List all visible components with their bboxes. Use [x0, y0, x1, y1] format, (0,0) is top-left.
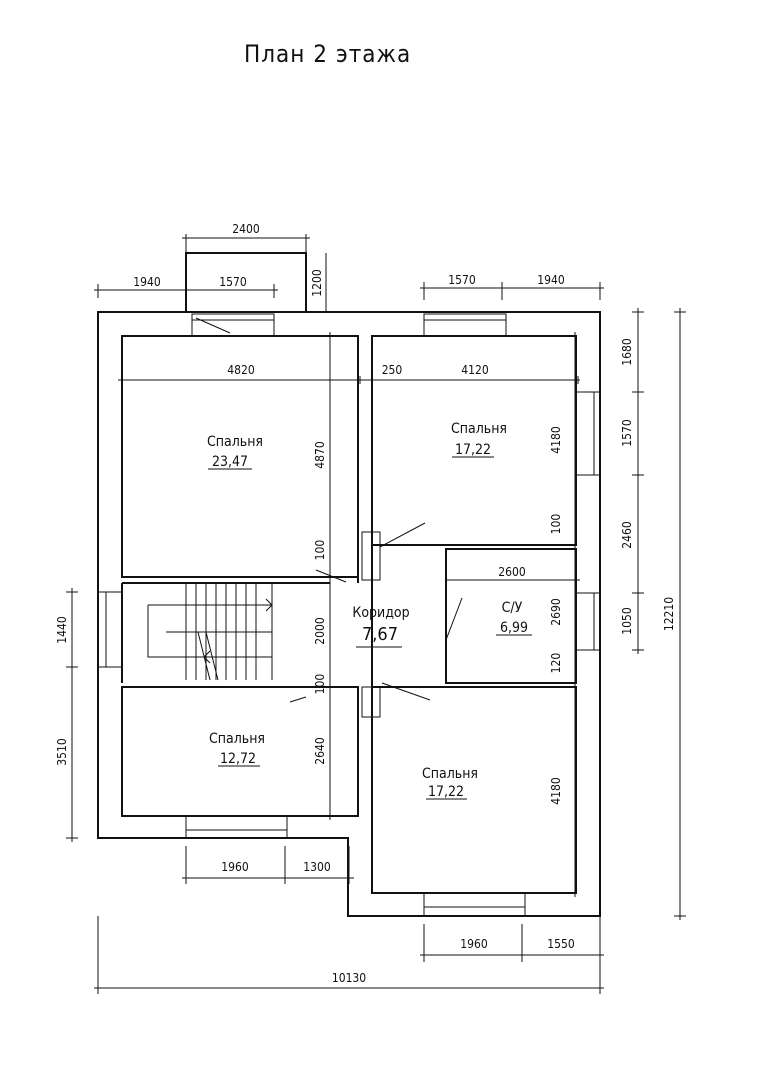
svg-text:2400: 2400: [232, 222, 260, 236]
svg-text:17,22: 17,22: [455, 442, 491, 458]
svg-text:12,72: 12,72: [220, 751, 256, 767]
vent-shaft: [361, 686, 381, 718]
svg-text:С/У: С/У: [502, 600, 523, 616]
svg-text:Спальня: Спальня: [209, 731, 265, 747]
staircase: [147, 583, 273, 681]
svg-text:2640: 2640: [313, 737, 327, 765]
svg-text:17,22: 17,22: [428, 784, 464, 800]
svg-text:100: 100: [313, 674, 327, 695]
svg-text:1200: 1200: [310, 269, 324, 297]
svg-text:1940: 1940: [133, 275, 161, 289]
partition-walls: [357, 545, 373, 816]
svg-text:4180: 4180: [549, 426, 563, 454]
svg-text:1680: 1680: [620, 338, 634, 366]
svg-text:1300: 1300: [303, 860, 331, 874]
svg-text:1570: 1570: [620, 419, 634, 447]
svg-text:1570: 1570: [448, 273, 476, 287]
svg-text:3510: 3510: [55, 738, 69, 766]
svg-text:4870: 4870: [313, 441, 327, 469]
svg-text:6,99: 6,99: [500, 620, 528, 636]
svg-text:2460: 2460: [620, 521, 634, 549]
svg-text:7,67: 7,67: [362, 624, 398, 645]
svg-text:Спальня: Спальня: [422, 766, 478, 782]
room-labels: Спальня 23,47 Спальня 17,22 Коридор 7,67…: [207, 421, 532, 800]
svg-text:4120: 4120: [461, 363, 489, 377]
windows: [97, 313, 601, 917]
svg-text:100: 100: [549, 514, 563, 535]
svg-text:1050: 1050: [620, 607, 634, 635]
svg-text:10130: 10130: [332, 971, 366, 985]
svg-text:23,47: 23,47: [212, 454, 248, 470]
svg-text:1960: 1960: [460, 937, 488, 951]
svg-text:1960: 1960: [221, 860, 249, 874]
dimension-labels: 2400 1200 1940 1570 1570 1940 4820 250 4…: [55, 222, 676, 985]
svg-text:4180: 4180: [549, 777, 563, 805]
plan-title: План 2 этажа: [244, 40, 411, 68]
svg-text:1570: 1570: [219, 275, 247, 289]
bay-projection: [185, 252, 307, 313]
svg-text:Спальня: Спальня: [207, 434, 263, 450]
svg-text:2000: 2000: [313, 617, 327, 645]
svg-text:12210: 12210: [662, 597, 676, 631]
bedroom-4: [371, 686, 577, 894]
svg-text:2600: 2600: [498, 565, 526, 579]
outer-wall: [97, 311, 601, 917]
vent-shaft: [361, 531, 381, 581]
svg-text:2690: 2690: [549, 598, 563, 626]
svg-text:120: 120: [549, 653, 563, 674]
door-swings: [195, 317, 463, 703]
svg-text:100: 100: [313, 540, 327, 561]
svg-text:Спальня: Спальня: [451, 421, 507, 437]
svg-text:4820: 4820: [227, 363, 255, 377]
dimension-lines: [66, 234, 686, 994]
svg-text:1440: 1440: [55, 616, 69, 644]
svg-text:1940: 1940: [537, 273, 565, 287]
svg-text:1550: 1550: [547, 937, 575, 951]
svg-text:Коридор: Коридор: [352, 605, 409, 621]
svg-text:250: 250: [382, 363, 403, 377]
